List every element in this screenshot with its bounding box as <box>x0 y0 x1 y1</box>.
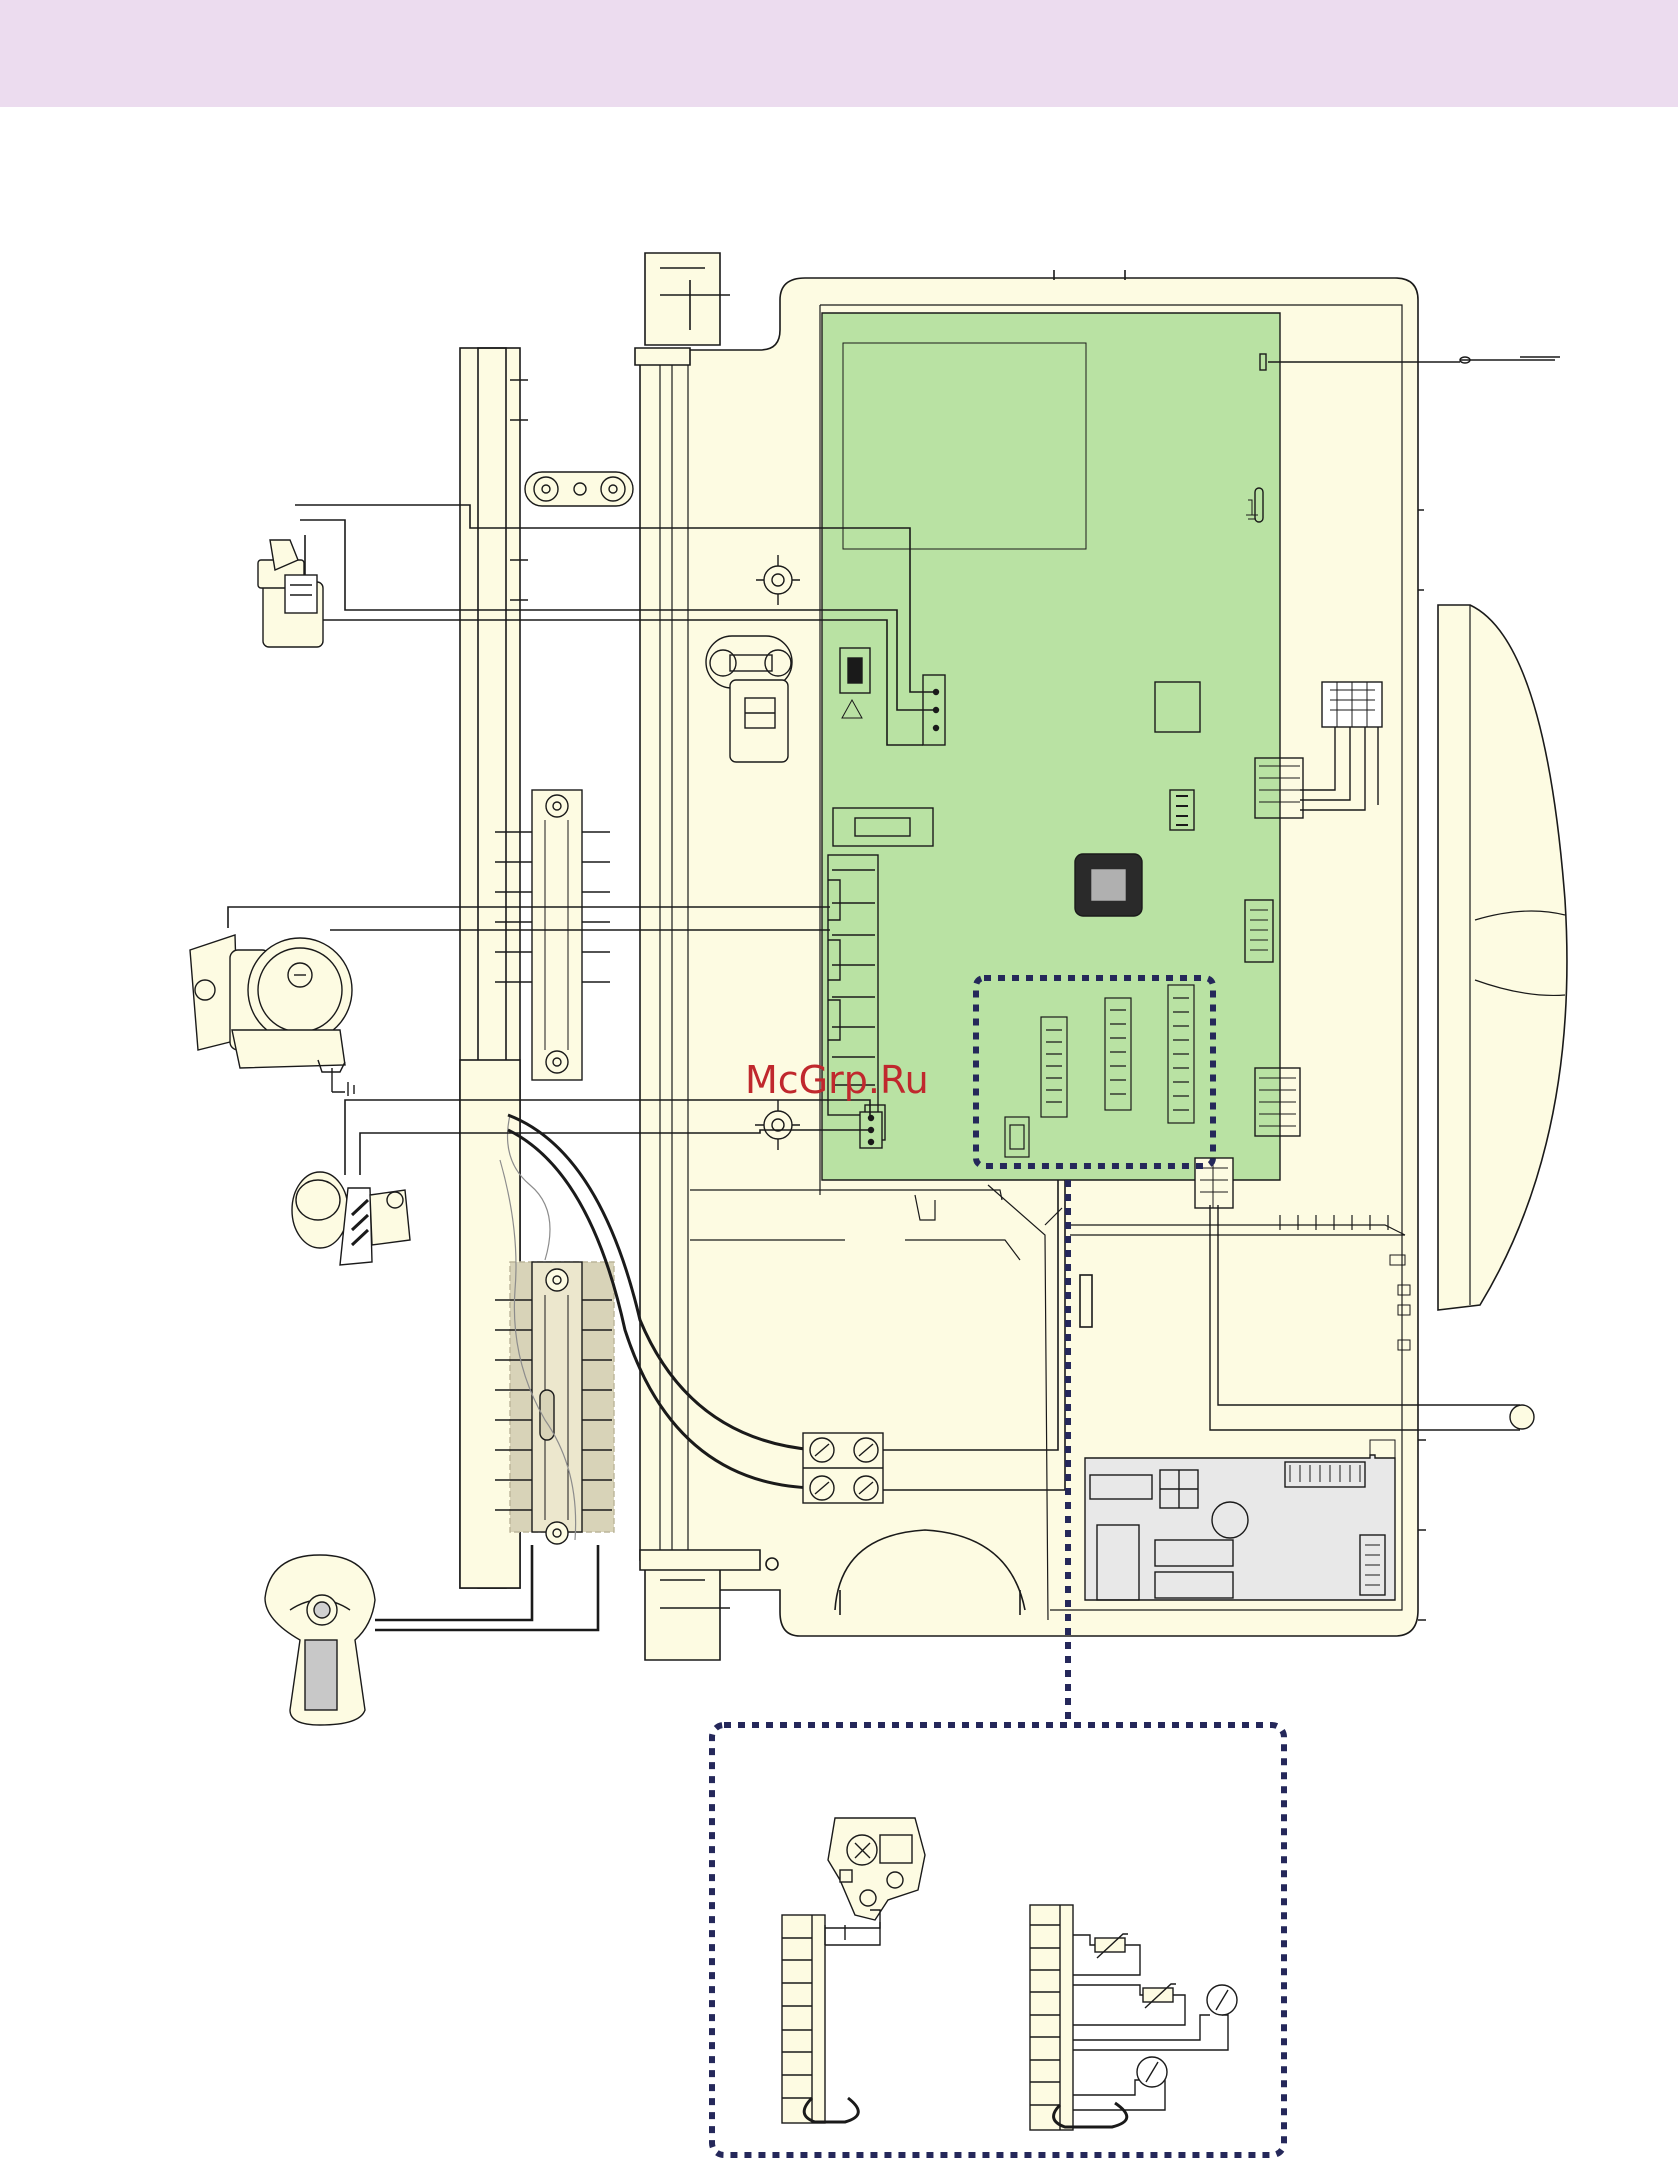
cable-clamp <box>525 472 633 506</box>
watermark-text: McGrp.Ru <box>745 1058 929 1102</box>
pump-motor-icon <box>190 935 352 1072</box>
terminal-connector-block <box>803 1433 883 1503</box>
valve-motor-icon <box>292 1172 410 1265</box>
ignition-module <box>1085 1440 1395 1600</box>
pressure-switch-icon <box>258 540 323 647</box>
sensor-icon <box>265 1555 375 1725</box>
thermostat-icon <box>1073 1985 1237 2110</box>
gas-valve-icon <box>828 1818 925 1920</box>
gas-valve-connector <box>782 1910 880 2123</box>
thermistor-icon <box>1073 1934 1185 2025</box>
